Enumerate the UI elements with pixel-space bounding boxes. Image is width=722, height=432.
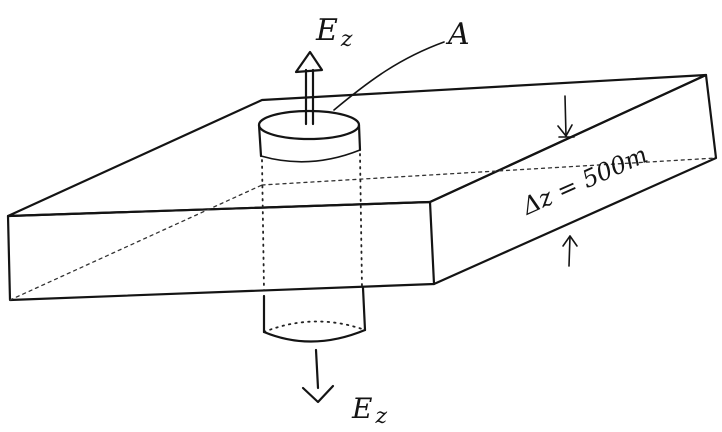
slab [6,73,718,302]
slab-hidden-edge-back [261,157,717,186]
slab-side-face [428,73,718,286]
cylinder [257,109,367,343]
slab-front-face [6,200,436,302]
cylinder-top-cap [257,109,361,141]
thickness-arrow-top [557,95,575,138]
thickness-arrow-bottom [562,235,578,267]
cylinder-wall-lower-right [361,286,367,332]
arrow-up-icon [294,50,324,126]
cylinder-wall-hidden-right [359,153,363,289]
cylinder-wall-upper-left [257,123,263,158]
slab-hidden-edge-left [9,184,263,301]
arrow-down-icon [301,348,335,404]
slab-top-face [6,73,708,218]
cylinder-bottom-front [262,328,367,343]
cylinder-rim-front [260,149,361,163]
cylinder-bottom-back [263,320,366,333]
area-label: A [445,17,470,52]
cylinder-wall-upper-right [357,123,362,152]
area-leader-line [333,41,445,111]
cylinder-wall-hidden-left [261,159,265,291]
